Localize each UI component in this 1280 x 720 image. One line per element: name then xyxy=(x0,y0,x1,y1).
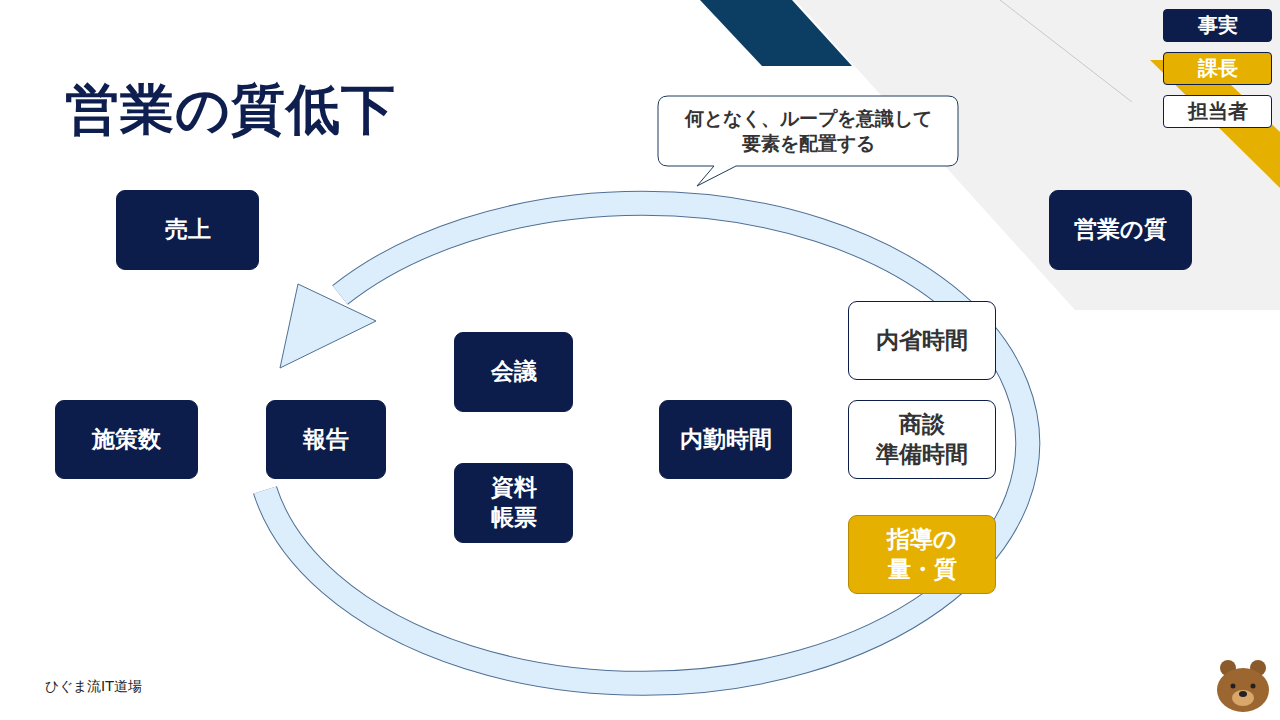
legend-text: 担当者 xyxy=(1188,98,1248,125)
factor-box: 報告 xyxy=(266,400,386,479)
background-line xyxy=(1000,0,1132,102)
legend-swatch: 事実 xyxy=(1163,9,1272,42)
node-label: 報告 xyxy=(303,425,349,455)
node-label: 商談 準備時間 xyxy=(867,410,977,470)
node-label: 内省時間 xyxy=(876,326,968,356)
footer-note: ひぐま流IT道場 xyxy=(45,678,142,696)
background-band xyxy=(700,0,852,66)
node-label: 施策数 xyxy=(92,425,161,455)
factor-box: 内省時間 xyxy=(848,301,996,380)
factor-box: 売上 xyxy=(116,190,259,270)
loop-arrow-head xyxy=(280,284,376,368)
title: 営業の質低下 xyxy=(65,74,396,147)
factor-box: 商談 準備時間 xyxy=(848,400,996,479)
node-label: 何となく、ループを意識して 要素を配置する xyxy=(668,106,948,155)
node-label: 営業の質 xyxy=(1074,215,1167,245)
factor-box: 施策数 xyxy=(55,400,198,479)
callout-outline xyxy=(658,96,958,166)
callout-bubble: 何となく、ループを意識して 要素を配置する xyxy=(658,96,958,166)
legend-text: 課長 xyxy=(1198,55,1238,82)
legend-text: 事実 xyxy=(1198,12,1238,39)
loop-arrow-outline xyxy=(265,203,1028,683)
node-label: 資料 帳票 xyxy=(484,473,544,533)
factor-box: 指導の 量・質 xyxy=(848,515,996,594)
legend-swatch: 課長 xyxy=(1163,52,1272,85)
legend-swatch: 担当者 xyxy=(1163,95,1272,128)
node-label: 指導の 量・質 xyxy=(872,525,972,585)
factor-box: 資料 帳票 xyxy=(454,463,573,543)
node-label: 内勤時間 xyxy=(680,425,772,455)
bear-illustration xyxy=(1217,660,1269,712)
factor-box: 内勤時間 xyxy=(659,400,792,479)
factor-box: 会議 xyxy=(454,332,573,412)
factor-box: 営業の質 xyxy=(1049,190,1192,270)
node-label: 売上 xyxy=(165,215,211,245)
loop-arrow xyxy=(265,203,1028,683)
node-label: 会議 xyxy=(491,357,537,387)
